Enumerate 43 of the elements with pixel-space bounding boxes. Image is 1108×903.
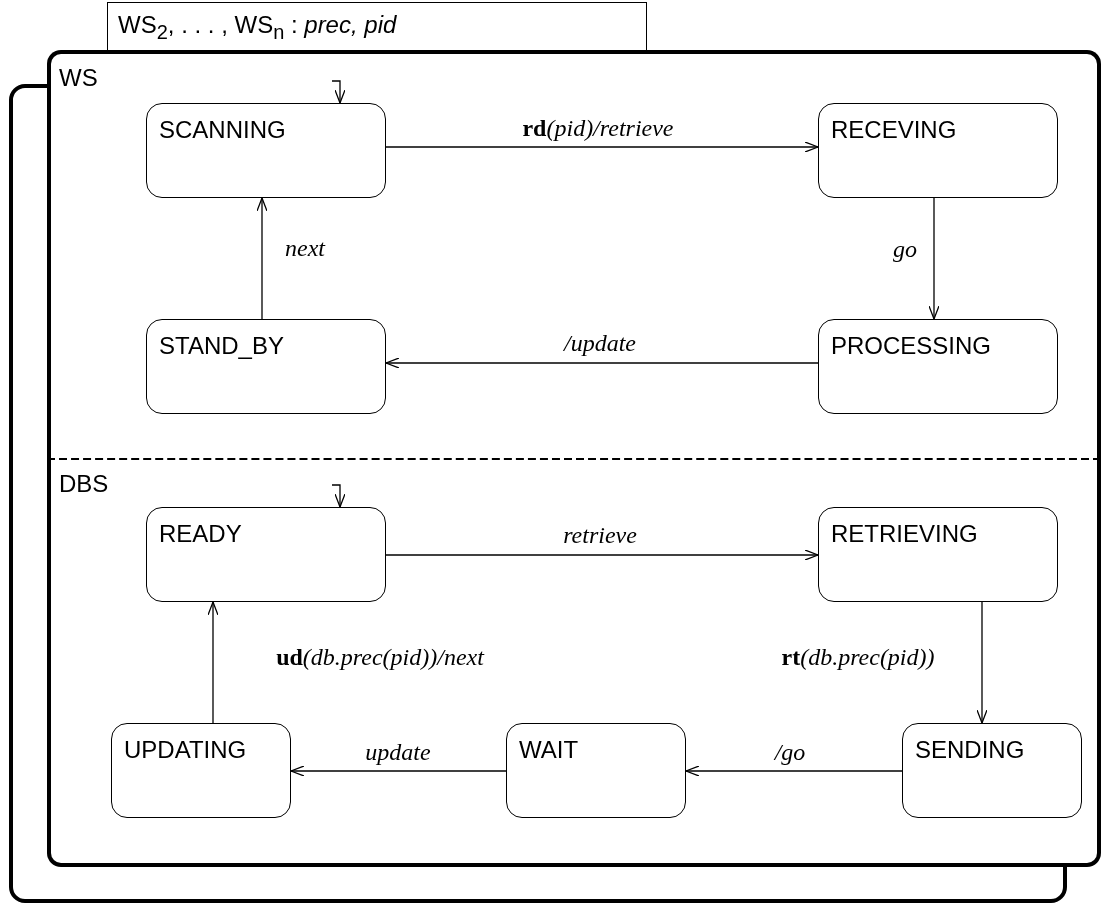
edge-label: rd(pid)/retrieve (522, 114, 674, 142)
state-region (47, 460, 1101, 867)
edge-label: update (365, 738, 431, 766)
state-name: UPDATING (124, 736, 247, 764)
state-box (146, 103, 386, 198)
instance-label: WS$_{2}$, . . . , WS$_{n}$ : prec, pid (118, 11, 397, 44)
transition-arrow (685, 765, 903, 777)
state-name: SCANNING (159, 116, 286, 144)
state-name: PROCESSING (831, 332, 992, 360)
state-box (818, 319, 1058, 414)
state-region (47, 50, 1101, 462)
transition-arrow (385, 357, 819, 369)
state-box (506, 723, 686, 818)
edge-label: ud(db.prec(pid))/next (276, 643, 484, 671)
transition-arrow (290, 765, 507, 777)
state-box (146, 319, 386, 414)
region-name: WS (59, 64, 98, 92)
edge-label: retrieve (563, 521, 637, 549)
state-name: WAIT (519, 736, 579, 764)
state-box (902, 723, 1082, 818)
state-box (111, 723, 291, 818)
state-name: READY (159, 520, 242, 548)
initial-arrow (331, 80, 346, 104)
state-box (146, 507, 386, 602)
transition-arrow (256, 197, 268, 320)
state-box (818, 103, 1058, 198)
edge-label: /go (774, 738, 806, 766)
transition-arrow (207, 601, 219, 724)
initial-arrow (331, 484, 346, 508)
edge-label: /update (564, 329, 636, 357)
edge-label: rt(db.prec(pid)) (781, 643, 935, 671)
state-name: STAND_BY (159, 332, 284, 360)
edge-label: next (285, 234, 325, 262)
state-name: SENDING (915, 736, 1025, 764)
transition-arrow (385, 141, 819, 153)
transition-arrow (385, 549, 819, 561)
transition-arrow (976, 601, 988, 724)
state-box (818, 507, 1058, 602)
region-name: DBS (59, 470, 109, 498)
edge-label: go (893, 235, 917, 263)
state-name: RETRIEVING (831, 520, 978, 548)
transition-arrow (928, 197, 940, 320)
state-name: RECEVING (831, 116, 957, 144)
